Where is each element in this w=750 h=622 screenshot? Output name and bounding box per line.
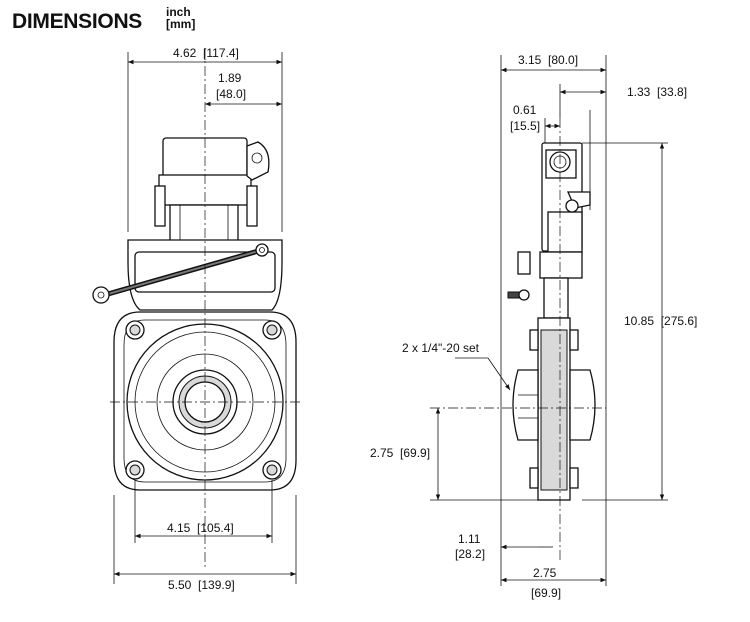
bolt-holes bbox=[125, 320, 282, 480]
side-valve-body bbox=[512, 317, 596, 501]
dim-overall-height: 10.85 [275.6] bbox=[624, 314, 697, 328]
side-view: 3.15 [80.0] 1.33 [33.8] 0.61 [15.5] 10.8… bbox=[370, 53, 697, 600]
unit-inch-label: inch bbox=[166, 5, 191, 19]
dim-actuator-offset-mm: [48.0] bbox=[216, 87, 246, 101]
dim-actuator-depth: 3.15 [80.0] bbox=[518, 53, 578, 67]
side-actuator bbox=[539, 142, 591, 319]
dim-actuator-width: 4.62 [117.4] bbox=[173, 46, 239, 60]
dim-shaft-offset-mm: [15.5] bbox=[510, 119, 540, 133]
dim-bolt-spacing: 4.15 [105.4] bbox=[167, 521, 234, 535]
side-ground-clamp bbox=[507, 251, 531, 301]
diagram-title: DIMENSIONS bbox=[12, 10, 143, 33]
dim-actuator-offset-inch: 1.89 bbox=[218, 71, 242, 85]
dim-centerline-height: 2.75 [69.9] bbox=[370, 446, 430, 460]
dim-overall-width: 5.50 [139.9] bbox=[168, 578, 235, 592]
dim-connector-offset: 1.33 [33.8] bbox=[627, 85, 687, 99]
unit-legend: inch [mm] bbox=[166, 6, 195, 30]
unit-mm-label: [mm] bbox=[166, 17, 196, 31]
set-screw-callout: 2 x 1/4"-20 set bbox=[402, 341, 480, 355]
dim-flange-offset-inch: 1.11 bbox=[458, 532, 481, 546]
dim-body-width-mm: [69.9] bbox=[531, 586, 561, 600]
front-view: 4.62 [117.4] 1.89 [48.0] 4.15 [105.4] 5.… bbox=[92, 46, 300, 592]
dim-body-width-inch: 2.75 bbox=[533, 566, 557, 580]
dim-shaft-offset-inch: 0.61 bbox=[513, 103, 537, 117]
actuator-housing bbox=[154, 137, 270, 246]
ground-strap bbox=[92, 243, 269, 304]
dim-flange-offset-mm: [28.2] bbox=[455, 547, 485, 561]
